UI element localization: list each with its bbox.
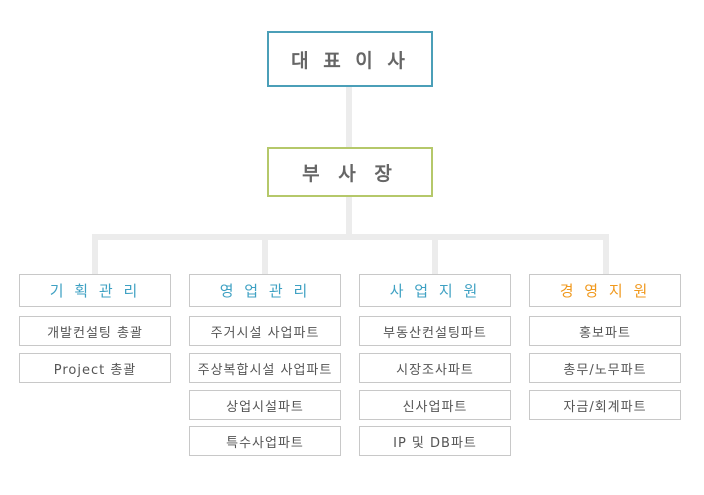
dept-2-item: 특수사업파트 — [189, 426, 341, 456]
dept-sales-management: 영 업 관 리 — [189, 274, 341, 307]
dept-3-item: 부동산컨설팅파트 — [359, 316, 511, 346]
dept-2-item: 상업시설파트 — [189, 390, 341, 420]
dept-business-support: 사 업 지 원 — [359, 274, 511, 307]
dept-4-item: 총무/노무파트 — [529, 353, 681, 383]
dept-4-item: 자금/회계파트 — [529, 390, 681, 420]
dept-2-item: 주거시설 사업파트 — [189, 316, 341, 346]
dept-management-support: 경 영 지 원 — [529, 274, 681, 307]
dept-4-item: 홍보파트 — [529, 316, 681, 346]
dept-2-item: 주상복합시설 사업파트 — [189, 353, 341, 383]
dept-3-item: IP 및 DB파트 — [359, 426, 511, 456]
dept-planning-management: 기 획 관 리 — [19, 274, 171, 307]
dept-3-item: 시장조사파트 — [359, 353, 511, 383]
connector-ceo-vp — [346, 87, 352, 147]
connector-dept-1 — [92, 234, 98, 274]
connector-dept-4 — [603, 234, 609, 274]
dept-1-item: 개발컨설팅 총괄 — [19, 316, 171, 346]
dept-1-item: Project 총괄 — [19, 353, 171, 383]
connector-vp-down — [346, 197, 352, 234]
vice-president-box: 부 사 장 — [267, 147, 433, 197]
dept-3-item: 신사업파트 — [359, 390, 511, 420]
ceo-box: 대 표 이 사 — [267, 31, 433, 87]
connector-horizontal — [92, 234, 609, 240]
connector-dept-2 — [262, 234, 268, 274]
connector-dept-3 — [432, 234, 438, 274]
